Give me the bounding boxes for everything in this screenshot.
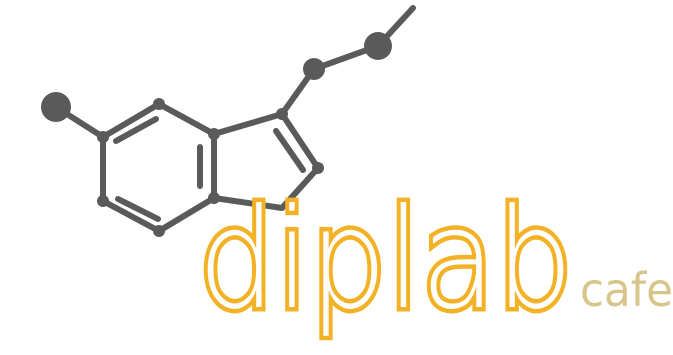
wordmark-suffix: cafe: [580, 263, 673, 317]
wordmark: diplab: [198, 179, 573, 340]
molecule-icon: [41, 5, 416, 237]
